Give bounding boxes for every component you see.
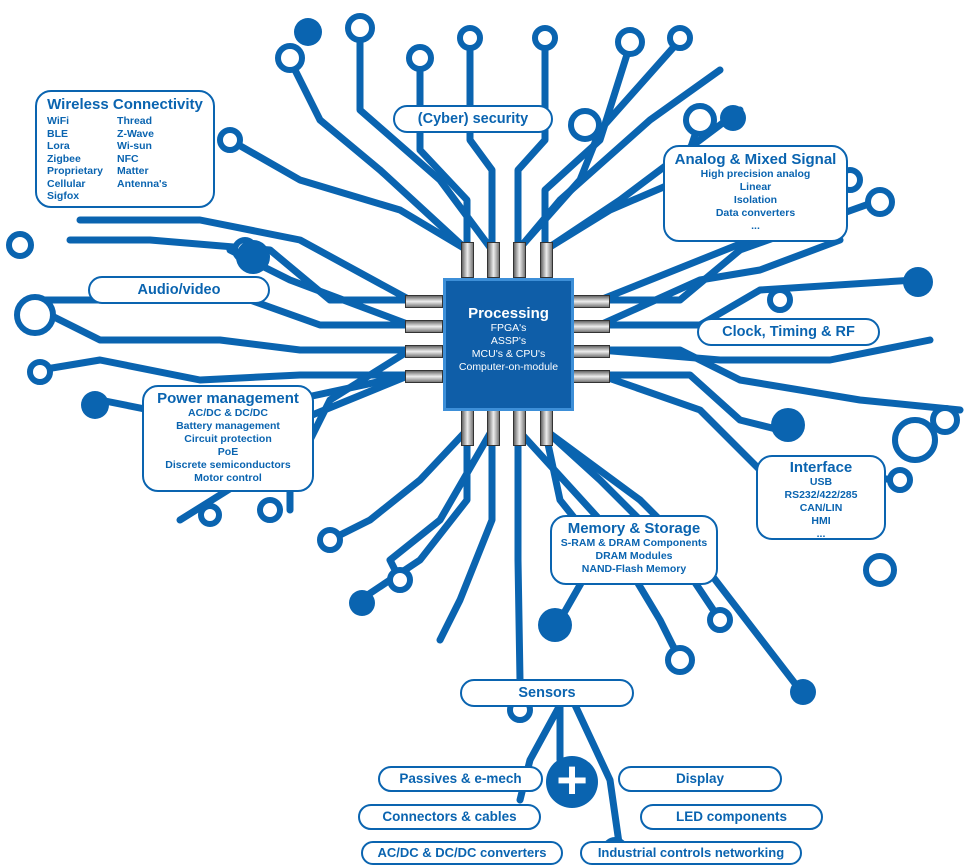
power-item: Battery management bbox=[176, 420, 280, 432]
power-item: Circuit protection bbox=[184, 433, 272, 445]
interface-box: Interface USB RS232/422/285 CAN/LIN HMI … bbox=[756, 455, 886, 540]
wireless-item: NFC bbox=[117, 152, 139, 165]
interface-title: Interface bbox=[789, 459, 853, 476]
chip-pin-left-2 bbox=[405, 320, 443, 333]
display-label: Display bbox=[675, 771, 725, 786]
wireless-item: WiFi bbox=[47, 115, 70, 127]
wireless-column-1: WiFi BLE Lora Zigbee Proprietary Cellula… bbox=[47, 115, 103, 203]
industrial-controls-networking-pill: Industrial controls networking bbox=[580, 841, 802, 865]
wireless-item: Zigbee bbox=[47, 152, 81, 165]
led-components-pill: LED components bbox=[640, 804, 823, 830]
chip-pin-right-4 bbox=[572, 370, 610, 383]
processor-item: Computer-on-module bbox=[458, 361, 559, 373]
interface-item: RS232/422/285 bbox=[784, 489, 858, 501]
passives-label: Passives & e-mech bbox=[399, 771, 522, 786]
memory-title: Memory & Storage bbox=[567, 520, 701, 537]
wireless-item: Wi-sun bbox=[117, 140, 152, 152]
interface-item: ... bbox=[816, 528, 826, 540]
chip-pin-top-4 bbox=[540, 242, 553, 278]
acdc-dcdc-converters-pill: AC/DC & DC/DC converters bbox=[361, 841, 563, 865]
analog-item: ... bbox=[751, 220, 760, 232]
chip-pin-bottom-1 bbox=[461, 410, 474, 446]
wireless-item: Antenna's bbox=[117, 177, 168, 190]
power-title: Power management bbox=[157, 390, 299, 407]
connectors-cables-pill: Connectors & cables bbox=[358, 804, 541, 830]
chip-pin-bottom-3 bbox=[513, 410, 526, 446]
memory-item: S-RAM & DRAM Components bbox=[560, 537, 708, 549]
processor-chip: Processing FPGA's ASSP's MCU's & CPU's C… bbox=[443, 278, 574, 411]
wireless-item: Cellular bbox=[47, 177, 86, 190]
plus-icon: + bbox=[546, 753, 598, 808]
processor-item: FPGA's bbox=[490, 322, 527, 334]
wireless-item: Proprietary bbox=[47, 165, 104, 177]
processor-title: Processing bbox=[468, 305, 549, 322]
power-item: Discrete semiconductors bbox=[165, 459, 291, 471]
audio-video-label: Audio/video bbox=[137, 282, 221, 298]
chip-pin-top-3 bbox=[513, 242, 526, 278]
passives-emech-pill: Passives & e-mech bbox=[378, 766, 543, 792]
memory-item: DRAM Modules bbox=[595, 550, 673, 562]
power-item: Motor control bbox=[194, 472, 262, 484]
led-label: LED components bbox=[675, 809, 787, 824]
clock-timing-rf-label: Clock, Timing & RF bbox=[722, 324, 855, 340]
interface-item: HMI bbox=[811, 515, 831, 527]
chip-pin-bottom-2 bbox=[487, 410, 500, 446]
analog-item: High precision analog bbox=[700, 168, 811, 180]
memory-item: NAND-Flash Memory bbox=[581, 563, 687, 575]
wireless-item: Z-Wave bbox=[117, 127, 154, 140]
chip-pin-right-1 bbox=[572, 295, 610, 308]
acdc-label: AC/DC & DC/DC converters bbox=[377, 845, 547, 860]
wireless-column-2: Thread Z-Wave Wi-sun NFC Matter Antenna'… bbox=[117, 115, 167, 203]
chip-pin-top-2 bbox=[487, 242, 500, 278]
wireless-title: Wireless Connectivity bbox=[47, 96, 203, 113]
chip-pin-right-3 bbox=[572, 345, 610, 358]
display-pill: Display bbox=[618, 766, 782, 792]
power-management-box: Power management AC/DC & DC/DC Battery m… bbox=[142, 385, 314, 492]
memory-storage-box: Memory & Storage S-RAM & DRAM Components… bbox=[550, 515, 718, 585]
analog-mixed-signal-box: Analog & Mixed Signal High precision ana… bbox=[663, 145, 848, 242]
chip-pin-right-2 bbox=[572, 320, 610, 333]
cyber-security-label: (Cyber) security bbox=[417, 111, 529, 127]
analog-item: Isolation bbox=[733, 194, 778, 206]
power-item: AC/DC & DC/DC bbox=[188, 407, 268, 419]
cyber-security-pill: (Cyber) security bbox=[393, 105, 553, 133]
audio-video-pill: Audio/video bbox=[88, 276, 270, 304]
wireless-item: Matter bbox=[117, 165, 149, 177]
analog-item: Linear bbox=[739, 181, 772, 193]
wireless-item: Lora bbox=[47, 140, 70, 152]
interface-item: USB bbox=[809, 476, 833, 488]
industrial-label: Industrial controls networking bbox=[597, 845, 785, 860]
interface-item: CAN/LIN bbox=[799, 502, 843, 514]
processor-item: ASSP's bbox=[490, 335, 527, 347]
chip-pin-left-1 bbox=[405, 295, 443, 308]
analog-title: Analog & Mixed Signal bbox=[674, 151, 837, 168]
sensors-pill: Sensors bbox=[460, 679, 634, 707]
wireless-item: Thread bbox=[117, 115, 153, 127]
analog-item: Data converters bbox=[715, 207, 796, 219]
chip-pin-left-3 bbox=[405, 345, 443, 358]
sensors-label: Sensors bbox=[518, 685, 576, 701]
wireless-connectivity-box: Wireless Connectivity WiFi BLE Lora Zigb… bbox=[35, 90, 215, 208]
chip-pin-bottom-4 bbox=[540, 410, 553, 446]
processor-item: MCU's & CPU's bbox=[471, 348, 546, 360]
chip-pin-top-1 bbox=[461, 242, 474, 278]
wireless-item: Sigfox bbox=[47, 190, 80, 202]
power-item: PoE bbox=[217, 446, 239, 458]
clock-timing-rf-pill: Clock, Timing & RF bbox=[697, 318, 880, 346]
connectors-label: Connectors & cables bbox=[382, 809, 517, 824]
chip-pin-left-4 bbox=[405, 370, 443, 383]
wireless-item: BLE bbox=[47, 127, 68, 140]
